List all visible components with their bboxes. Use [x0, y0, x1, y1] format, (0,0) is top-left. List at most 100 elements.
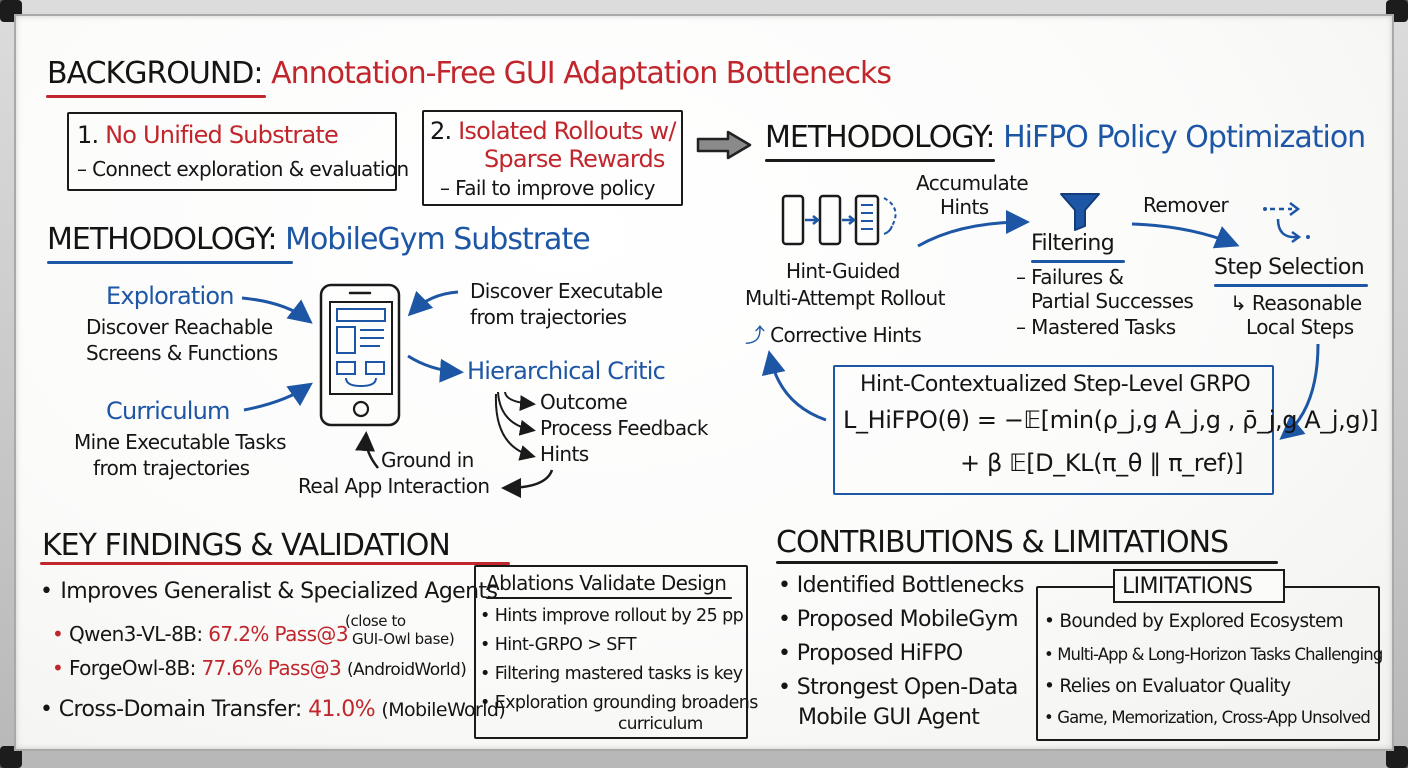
findings-qwen: • Qwen3-VL-8B: 67.2% Pass@3 [52, 622, 349, 646]
contribution-text-1: Identified Bottlenecks [796, 573, 1025, 598]
contribution-item-1: • Identified Bottlenecks [778, 573, 1024, 598]
qwen-model: Qwen3-VL-8B: [68, 622, 203, 646]
bullet-icon: • [480, 664, 495, 684]
limitation-text-3: Relies on Evaluator Quality [1059, 676, 1291, 697]
contributions-underline [776, 561, 1278, 564]
hifpo-title: HiFPO Policy Optimization [1003, 120, 1366, 155]
findings-transfer: • Cross-Domain Transfer: 41.0% (MobileWo… [40, 697, 506, 722]
whiteboard-surface [14, 14, 1394, 751]
findings-heading: KEY FINDINGS & VALIDATION [42, 528, 451, 563]
remover-arrow-icon [1131, 222, 1240, 249]
step-line1: ↳ Reasonable [1230, 291, 1362, 315]
critic-title: Hierarchical Critic [467, 357, 666, 385]
bullet-icon: • [1044, 645, 1058, 664]
accumulate-line2: Hints [940, 195, 989, 219]
qwen-note-line1: (close to [345, 612, 406, 630]
curriculum-line1: Mine Executable Tasks [74, 430, 287, 454]
loop-back-arrow-icon [761, 350, 827, 422]
contribution-item-3: • Proposed HiFPO [778, 641, 963, 666]
step-title: Step Selection [1214, 255, 1365, 280]
ablation-item-3: • Filtering mastered tasks is key [480, 664, 743, 684]
critic-item-hints: Hints [540, 442, 589, 466]
bottleneck-1-number: 1. [77, 121, 99, 149]
grpo-equation-text-2: + β 𝔼[D_KL(π_θ ∥ π_ref)] [960, 449, 1244, 477]
filtering-line1: – Failures & [1016, 265, 1124, 289]
bullet-icon: • [1044, 611, 1060, 632]
bottleneck-2-title: 2. Isolated Rollouts w/ [430, 117, 676, 145]
hifpo-underline [765, 159, 995, 162]
curriculum-title: Curriculum [106, 397, 230, 425]
red-bullet-icon: • [52, 656, 64, 680]
heading-colon: : [985, 120, 995, 155]
ablation-item-4-cont: curriculum [618, 714, 703, 734]
bottleneck-2-title-line2: Sparse Rewards [484, 145, 665, 173]
curriculum-arrow-icon [243, 382, 313, 412]
limitation-text-4: Game, Memorization, Cross-App Unsolved [1057, 708, 1371, 727]
ablations-underline [486, 597, 732, 599]
mobilegym-underline [47, 261, 293, 264]
findings-item-1: Improves Generalist & Specialized Agents [40, 579, 498, 604]
contributions-heading: CONTRIBUTIONS & LIMITATIONS [776, 525, 1229, 560]
exploration-line1: Discover Reachable [86, 315, 273, 339]
exploration-title: Exploration [106, 282, 235, 310]
rollout-line3-text: Corrective Hints [770, 323, 922, 347]
ablation-text-2: Hint-GRPO > SFT [494, 635, 637, 655]
heading-colon: : [267, 222, 277, 257]
bullet-icon: • [1044, 708, 1058, 727]
accumulate-line1: Accumulate [916, 171, 1029, 195]
rollout-line3: ⤴ Corrective Hints [745, 319, 922, 348]
frame-corner [1386, 746, 1408, 768]
background-title: Annotation-Free GUI Adaptation Bottlenec… [271, 56, 892, 91]
phone-icon [319, 283, 401, 427]
bottleneck-1-box [67, 112, 397, 191]
grpo-title: Hint-Contextualized Step-Level GRPO [860, 372, 1251, 397]
transfer-label: Cross-Domain Transfer: [58, 697, 303, 722]
hifpo-heading: METHODOLOGY: HiFPO Policy Optimization [765, 120, 1366, 155]
grpo-box [833, 365, 1274, 495]
bullet-icon: • [480, 693, 495, 713]
limitation-item-1: • Bounded by Explored Ecosystem [1044, 611, 1344, 632]
bullet-icon: • [778, 641, 797, 666]
critic-arrow-icon [407, 354, 464, 383]
forge-result: 77.6% Pass@3 [201, 656, 342, 680]
hifpo-label: METHODOLOGY [765, 120, 986, 155]
rollout-line1: Hint-Guided [786, 259, 900, 283]
critic-item-process: Process Feedback [540, 416, 708, 440]
background-underline [46, 95, 266, 98]
mobilegym-label: METHODOLOGY [47, 222, 268, 257]
funnel-icon [1060, 193, 1100, 231]
filtering-line2: Partial Successes [1031, 289, 1194, 313]
background-heading: BACKGROUND: Annotation-Free GUI Adaptati… [47, 56, 892, 91]
bottleneck-2-title-line1: Isolated Rollouts w/ [458, 117, 676, 145]
filtering-title: Filtering [1031, 231, 1115, 256]
bullet-icon: • [778, 607, 797, 632]
ablation-text-4: Exploration grounding broadens [494, 693, 759, 713]
bottleneck-2-number: 2. [430, 117, 452, 145]
qwen-note-line2: GUI-Owl base) [352, 630, 455, 648]
grpo-equation-line2: + β 𝔼[D_KL(π_θ ∥ π_ref)] [960, 449, 1243, 477]
process-arrow-icon [497, 391, 536, 436]
limitations-title: LIMITATIONS [1122, 574, 1253, 599]
ablations-box [474, 565, 748, 739]
transfer-result: 41.0% [308, 697, 375, 722]
discover-line1: Discover Executable [470, 279, 663, 303]
mobilegym-title: MobileGym Substrate [285, 222, 591, 257]
findings-forge: • ForgeOwl-8B: 77.6% Pass@3 (AndroidWorl… [52, 656, 467, 680]
forge-model: ForgeOwl-8B: [68, 656, 196, 680]
corrective-hint-icon: ⤴ [745, 323, 765, 347]
bullet-icon: • [480, 606, 495, 626]
interaction-arrow-icon [501, 469, 554, 498]
bottleneck-1-title-text: No Unified Substrate [105, 121, 339, 149]
ablation-item-2: • Hint-GRPO > SFT [480, 635, 637, 655]
contribution-item-4: • Strongest Open-Data [778, 675, 1018, 700]
ablation-text-1: Hints improve rollout by 25 pp [494, 606, 744, 626]
ablation-item-1: • Hints improve rollout by 25 pp [480, 606, 744, 626]
grpo-equation-text-1: L_HiFPO(θ) = −𝔼[min(ρ_j,g A_j,g , ρ̄_j,g… [843, 406, 1379, 434]
contribution-item-2: • Proposed MobileGym [778, 607, 1019, 632]
hints-arrow-icon [494, 393, 536, 461]
limitation-item-2: • Multi-App & Long-Horizon Tasks Challen… [1044, 645, 1383, 664]
contribution-text-4: Strongest Open-Data [796, 675, 1019, 700]
frame-corner [0, 746, 22, 768]
